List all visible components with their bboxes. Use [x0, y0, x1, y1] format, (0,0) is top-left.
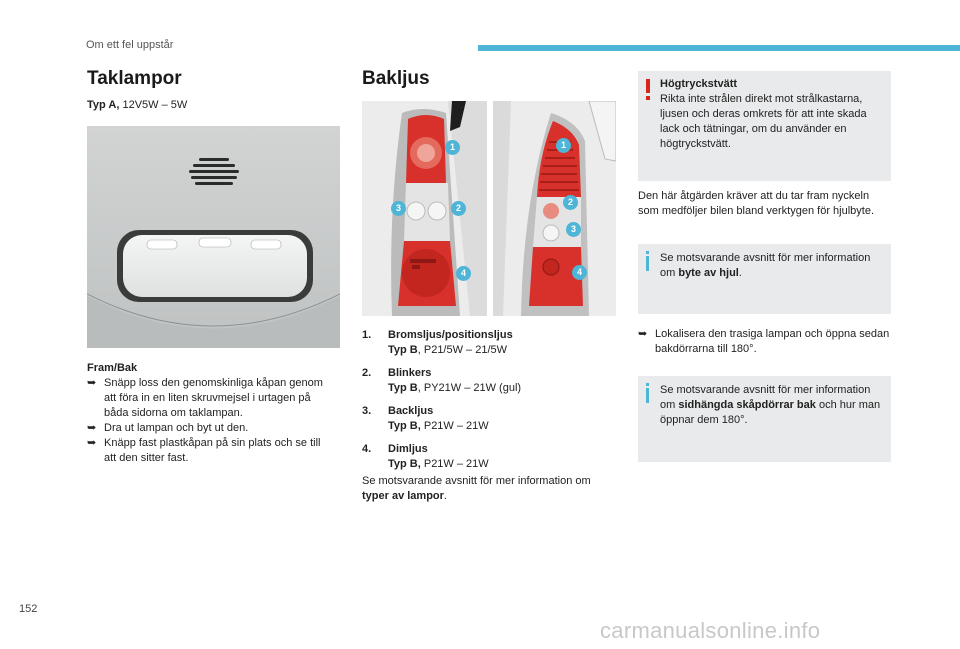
bulb-item: 3. Backljus Typ B, P21W – 21W: [362, 404, 617, 434]
bulb-name: Dimljus: [388, 443, 428, 455]
key-paragraph: Den här åtgärden kräver att du tar fram …: [638, 190, 875, 217]
warning-box: Högtryckstvätt Rikta inte strålen direkt…: [638, 71, 891, 181]
bulb-value: , P21/5W – 21/5W: [417, 344, 508, 356]
bulb-item: 4. Dimljus Typ B, P21W – 21W: [362, 442, 617, 472]
dome-lamp-photo: [87, 126, 340, 348]
bulb-type: Typ B: [388, 382, 418, 394]
reference-end: .: [443, 490, 447, 502]
bulb-value: P21W – 21W: [420, 458, 489, 470]
bulb-value: P21W – 21W: [420, 420, 489, 432]
locate-step: ➥ Lokalisera den trasiga lampan och öppn…: [638, 327, 895, 357]
info-end: och hur man öppnar dem 180°.: [660, 399, 881, 426]
heading-taklampor: Taklampor: [87, 68, 182, 89]
callout-2: 2: [563, 195, 578, 210]
type-a-line: Typ A, 12V5W – 5W: [87, 98, 187, 113]
callout-1: 1: [556, 138, 571, 153]
reference-link-rear-doors: sidhängda skåpdörrar bak: [678, 399, 816, 411]
step-text: Dra ut lampan och byt ut den.: [104, 422, 249, 434]
info-box-wheel: Se motsvarande avsnitt för mer informati…: [638, 244, 891, 314]
reference-link-wheel-change: byte av hjul: [678, 267, 739, 279]
dome-lamp-illustration: [87, 126, 340, 348]
info-icon: [646, 383, 649, 403]
watermark-text: carmanualsonline.info: [600, 618, 821, 643]
step-item: ➥ Dra ut lampan och byt ut den.: [87, 421, 332, 436]
bulb-list: 1. Bromsljus/positionsljus Typ B, P21/5W…: [362, 328, 617, 480]
bulb-number: 4.: [362, 443, 372, 455]
bulb-number: 3.: [362, 405, 372, 417]
bulb-type: Typ B: [388, 344, 418, 356]
warning-icon: [646, 79, 650, 100]
section-title: Om ett fel uppstår: [86, 39, 174, 51]
bulb-type: Typ B,: [388, 458, 421, 470]
tail-light-b-illustration: [493, 101, 616, 316]
tail-light-a-illustration: [362, 101, 487, 316]
heading-bakljus: Bakljus: [362, 68, 430, 89]
info-box-doors: Se motsvarande avsnitt för mer informati…: [638, 376, 891, 462]
tail-light-photo-a: 1 2 3 4: [362, 101, 487, 316]
tail-light-photo-b: 1 2 3 4: [493, 101, 616, 316]
info-text: Se motsvarande avsnitt för mer informati…: [660, 384, 871, 411]
type-a-label: Typ A,: [87, 99, 120, 111]
type-a-value: 12V5W – 5W: [122, 99, 188, 111]
callout-4: 4: [456, 266, 471, 281]
bulb-type: Typ B,: [388, 420, 421, 432]
step-arrow-icon: ➥: [87, 377, 97, 389]
reference-text: Se motsvarande avsnitt för mer informati…: [362, 475, 591, 487]
info-end: .: [738, 267, 742, 279]
bulb-name: Bromsljus/positionsljus: [388, 329, 513, 341]
step-text: Knäpp fast plastkåpan på sin plats och s…: [104, 437, 321, 464]
callout-2: 2: [451, 201, 466, 216]
step-arrow-icon: ➥: [638, 328, 648, 340]
step-arrow-icon: ➥: [87, 437, 97, 449]
callout-1: 1: [445, 140, 460, 155]
warning-text: Rikta inte strålen direkt mot strålkasta…: [660, 93, 867, 150]
step-text: Lokalisera den trasiga lampan och öppna …: [655, 328, 890, 355]
bulb-value: , PY21W – 21W (gul): [417, 382, 522, 394]
info-icon: [646, 251, 649, 271]
page-number: 152: [19, 603, 38, 615]
fram-bak-label: Fram/Bak: [87, 362, 138, 374]
bulb-name: Blinkers: [388, 367, 432, 379]
callout-3: 3: [566, 222, 581, 237]
warning-title: Högtryckstvätt: [660, 78, 738, 90]
bulb-item: 1. Bromsljus/positionsljus Typ B, P21/5W…: [362, 328, 617, 358]
step-item: ➥ Snäpp loss den genomskinliga kåpan geno…: [87, 376, 332, 421]
callout-3: 3: [391, 201, 406, 216]
reference-link-lamp-types: typer av lampor: [362, 490, 444, 502]
step-arrow-icon: ➥: [87, 422, 97, 434]
bulb-name: Backljus: [388, 405, 434, 417]
info-text: Se motsvarande avsnitt för mer informati…: [660, 252, 871, 279]
header-accent-bar: [478, 45, 960, 51]
step-item: ➥ Knäpp fast plastkåpan på sin plats och …: [87, 436, 332, 466]
bulb-item: 2. Blinkers Typ B, PY21W – 21W (gul): [362, 366, 617, 396]
bulb-number: 2.: [362, 367, 372, 379]
left-steps-list: ➥ Snäpp loss den genomskinliga kåpan geno…: [87, 376, 332, 466]
lamp-types-reference: Se motsvarande avsnitt för mer informati…: [362, 474, 617, 504]
callout-4: 4: [572, 265, 587, 280]
step-text: Snäpp loss den genomskinliga kåpan genom…: [104, 377, 323, 419]
bulb-number: 1.: [362, 329, 372, 341]
